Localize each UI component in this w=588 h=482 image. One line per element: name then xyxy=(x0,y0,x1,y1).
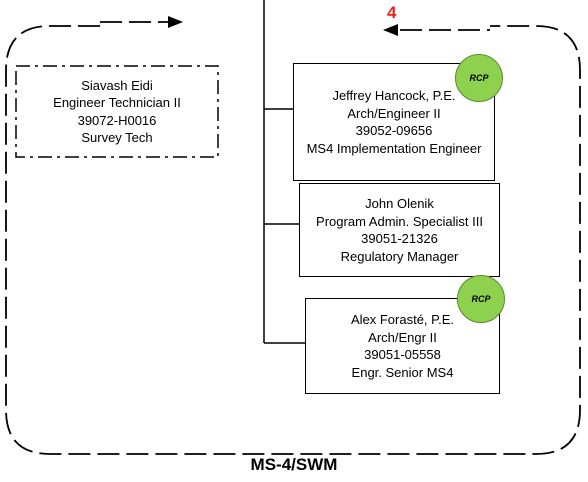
section-number-marker: 4 xyxy=(387,3,397,22)
staff-box-siavash-eidi: Siavash Eidi Engineer Technician II 3907… xyxy=(16,66,218,157)
staff-position-number: 39051-21326 xyxy=(361,231,438,246)
staff-title: Arch/Engr II xyxy=(368,329,437,345)
staff-role: MS4 Implementation Engineer xyxy=(306,140,482,156)
staff-title: Program Admin. Specialist III xyxy=(316,213,483,229)
staff-name: Jeffrey Hancock, P.E. xyxy=(332,88,456,103)
staff-position-number: 39072-H0016 xyxy=(77,112,157,128)
section-title: MS-4/SWM xyxy=(250,455,338,474)
rcp-badge: RCP xyxy=(455,54,503,102)
staff-title: Engineer Technician II xyxy=(53,95,181,110)
staff-name: Alex Forasté, P.E. xyxy=(350,312,455,327)
left-arrow-icon xyxy=(383,24,398,36)
staff-title: Arch/Engineer II xyxy=(347,105,441,121)
staff-role: Engr. Senior MS4 xyxy=(351,364,454,380)
staff-role: Regulatory Manager xyxy=(340,248,459,264)
staff-box-john-olenik: John Olenik Program Admin. Specialist II… xyxy=(299,183,500,277)
rcp-badge: RCP xyxy=(457,275,505,323)
staff-name: Siavash Eidi xyxy=(81,77,153,93)
siavash-box-border xyxy=(15,65,219,158)
staff-position-number: 39051-05558 xyxy=(364,347,441,362)
staff-name: John Olenik xyxy=(365,196,434,211)
section-border xyxy=(5,25,581,455)
staff-position-number: 39052-09656 xyxy=(355,123,433,138)
staff-role: Survey Tech xyxy=(81,130,153,145)
right-arrow-icon xyxy=(168,16,183,28)
